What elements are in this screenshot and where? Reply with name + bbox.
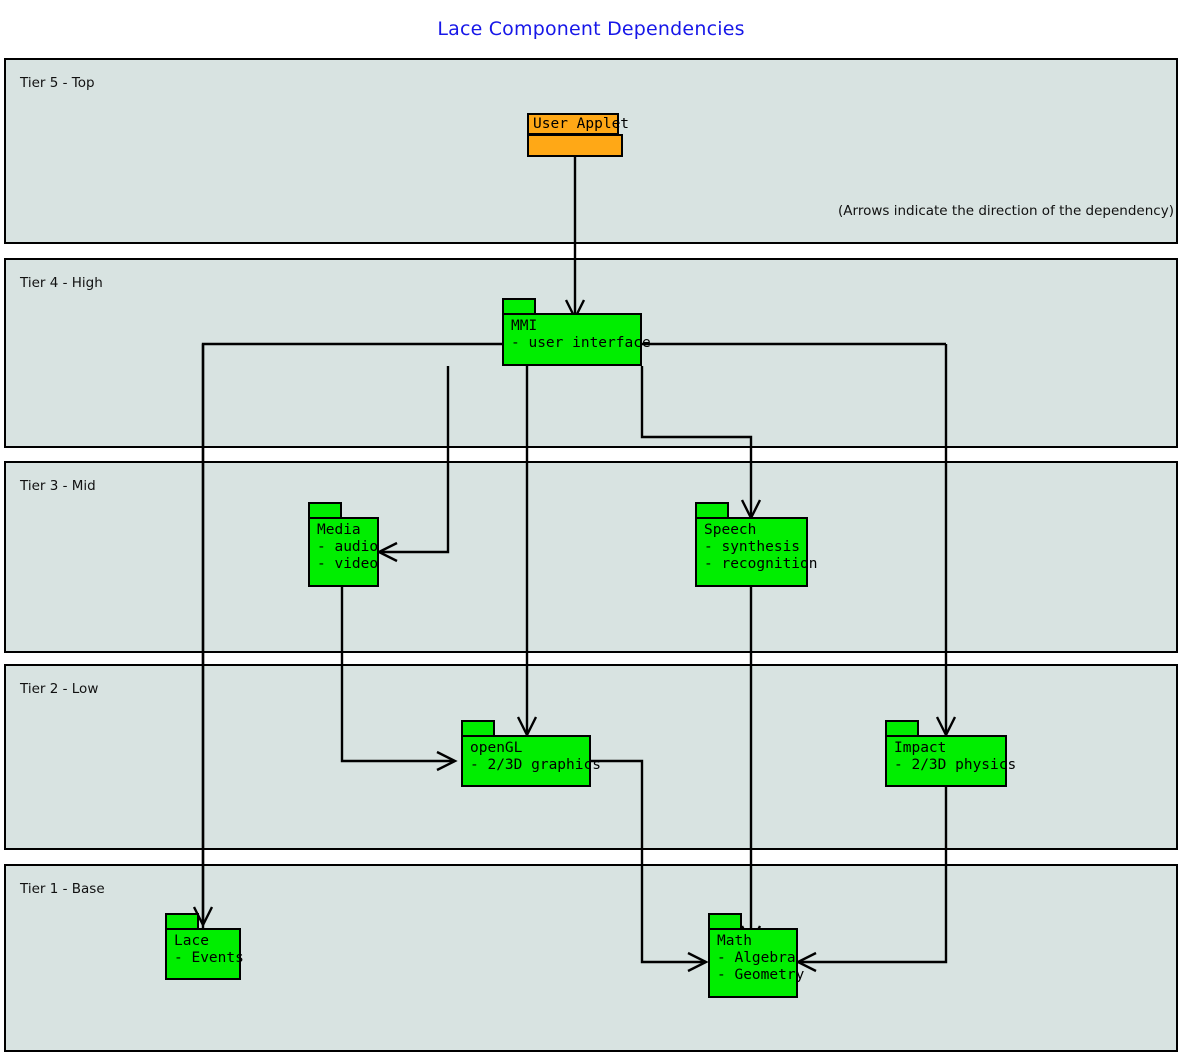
page-title: Lace Component Dependencies bbox=[437, 18, 745, 40]
tier-band-3: Tier 3 - Mid bbox=[4, 461, 1178, 653]
node-impact-body: Impact - 2/3D physics bbox=[885, 735, 1017, 787]
tier-label-4: Tier 4 - High bbox=[20, 275, 103, 291]
tier-label-2: Tier 2 - Low bbox=[20, 681, 99, 697]
node-opengl[interactable]: openGL - 2/3D graphics bbox=[461, 720, 601, 787]
node-speech-line3: - recognition bbox=[704, 556, 818, 572]
node-mmi[interactable]: MMI - user interface bbox=[502, 298, 651, 366]
node-speech-line2: - synthesis bbox=[704, 539, 801, 555]
node-media[interactable]: Media - audio - video bbox=[308, 502, 379, 587]
tier-label-1: Tier 1 - Base bbox=[20, 881, 105, 897]
node-speech[interactable]: Speech - synthesis - recognition bbox=[695, 502, 818, 587]
node-media-title: Media bbox=[317, 522, 361, 538]
node-speech-body: Speech - synthesis - recognition bbox=[695, 517, 818, 587]
node-media-line3: - video bbox=[317, 556, 379, 572]
tier-label-3: Tier 3 - Mid bbox=[20, 478, 96, 494]
node-lace-body: Lace - Events bbox=[165, 928, 244, 980]
node-opengl-line2: - 2/3D graphics bbox=[470, 757, 601, 773]
node-impact-title: Impact bbox=[894, 740, 947, 756]
node-math-title: Math bbox=[717, 933, 752, 949]
node-media-body: Media - audio - video bbox=[308, 517, 379, 587]
node-math-body: Math - Algebra - Geometry bbox=[708, 928, 805, 998]
node-lace-line2: - Events bbox=[174, 950, 244, 966]
node-speech-title: Speech bbox=[704, 522, 757, 538]
node-mmi-line2: - user interface bbox=[511, 335, 651, 351]
node-user-applet-body bbox=[527, 134, 623, 157]
node-opengl-body: openGL - 2/3D graphics bbox=[461, 735, 601, 787]
node-math[interactable]: Math - Algebra - Geometry bbox=[708, 913, 805, 998]
node-impact[interactable]: Impact - 2/3D physics bbox=[885, 720, 1017, 787]
node-user-applet-label: User Applet bbox=[527, 113, 629, 135]
node-math-line2: - Algebra bbox=[717, 950, 796, 966]
node-lace-title: Lace bbox=[174, 933, 209, 949]
tier-label-5: Tier 5 - Top bbox=[20, 75, 95, 91]
node-mmi-title: MMI bbox=[511, 318, 538, 334]
legend-note: (Arrows indicate the direction of the de… bbox=[838, 203, 1174, 219]
node-media-line2: - audio bbox=[317, 539, 379, 555]
node-impact-line2: - 2/3D physics bbox=[894, 757, 1017, 773]
node-opengl-title: openGL bbox=[470, 740, 523, 756]
node-mmi-body: MMI - user interface bbox=[502, 313, 651, 366]
node-math-line3: - Geometry bbox=[717, 967, 805, 983]
node-lace[interactable]: Lace - Events bbox=[165, 913, 244, 980]
node-user-applet[interactable]: User Applet bbox=[527, 113, 629, 157]
